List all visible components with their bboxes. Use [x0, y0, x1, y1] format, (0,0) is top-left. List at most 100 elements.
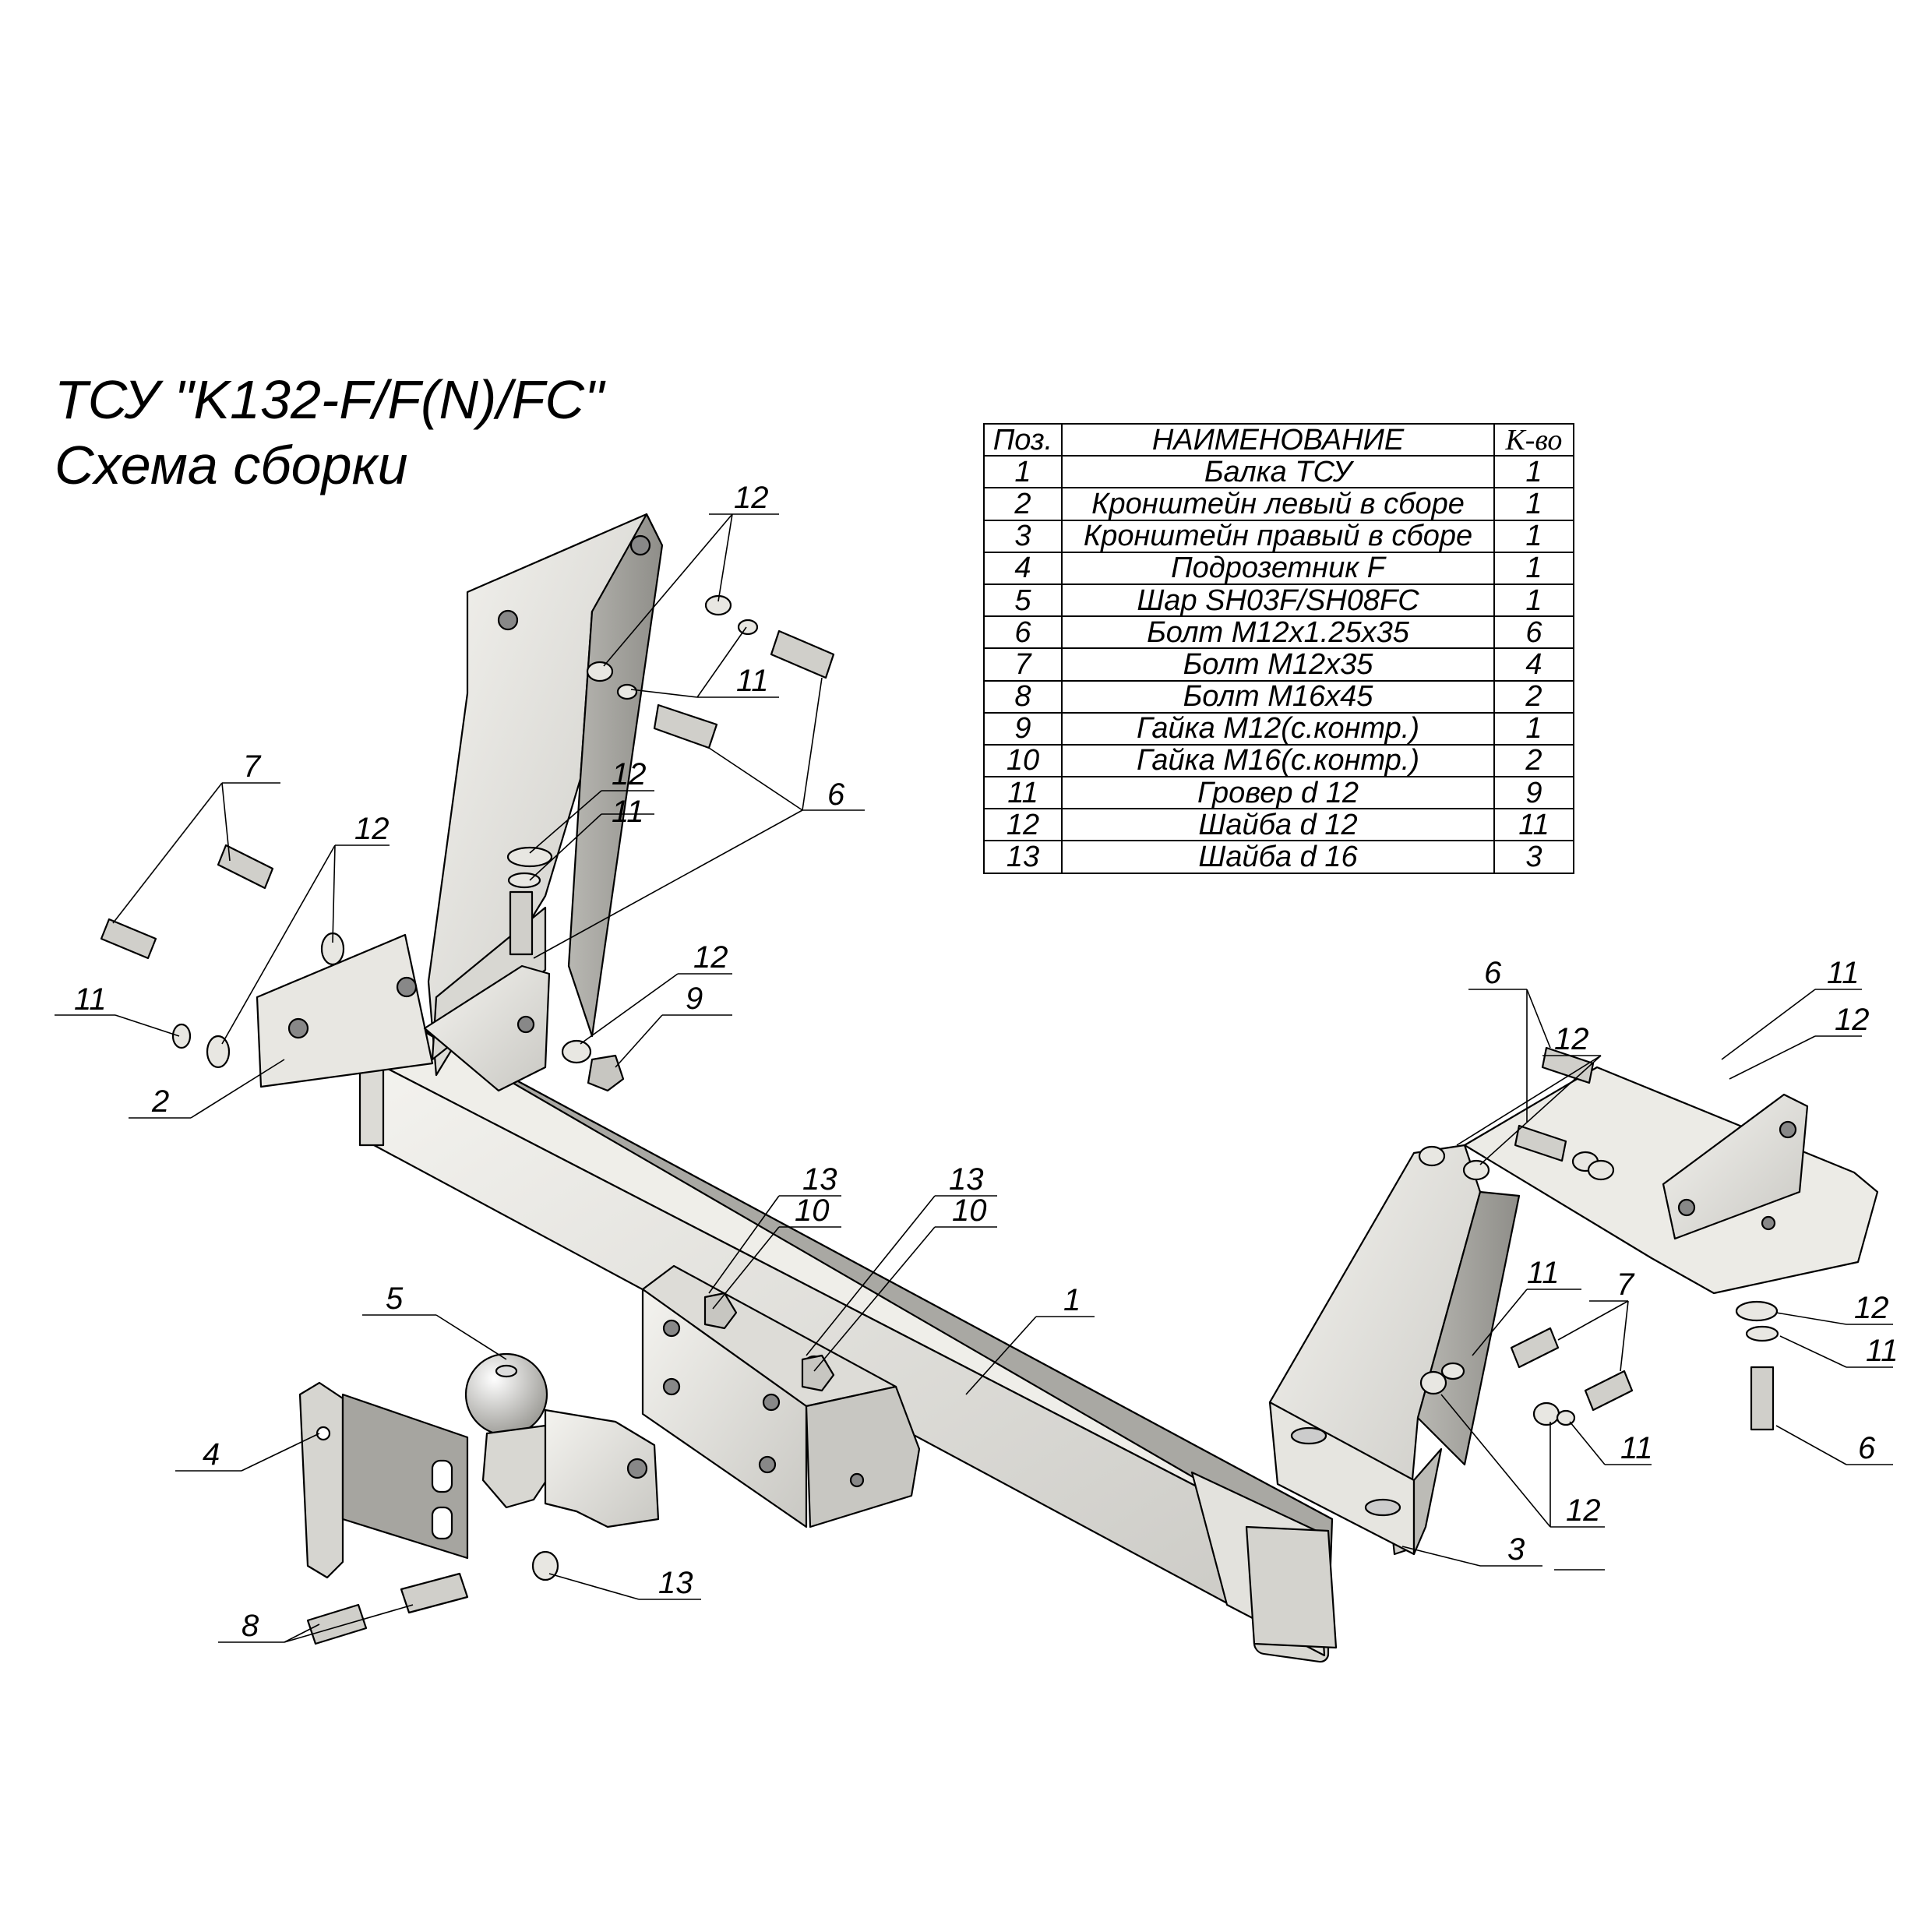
header-pos: Поз.	[983, 422, 1063, 457]
bolt-icon	[217, 844, 274, 890]
row-qty: 1	[1493, 711, 1574, 746]
washer-icon	[586, 661, 614, 682]
row-name: Болт М16х45	[1061, 679, 1495, 714]
bolt-icon	[1510, 1327, 1560, 1369]
washer-icon	[1587, 1159, 1615, 1181]
bolt-icon	[306, 1603, 368, 1645]
callout-5: 5	[386, 1282, 404, 1316]
row-qty: 4	[1493, 647, 1574, 682]
washer-icon	[1462, 1159, 1490, 1181]
washer-icon	[531, 1550, 559, 1581]
washer-icon	[506, 846, 553, 868]
washer-icon	[171, 1023, 192, 1049]
washer-icon	[1419, 1370, 1447, 1395]
callout-11: 11	[1827, 956, 1860, 990]
callout-12: 12	[693, 940, 728, 975]
washer-icon	[737, 619, 759, 636]
bolt-icon	[1750, 1366, 1775, 1431]
left-bracket	[256, 513, 664, 1088]
right-bracket	[1268, 1066, 1879, 1556]
header-name: НАИМЕНОВАНИЕ	[1061, 422, 1495, 457]
row-name: Болт М12х1.25х35	[1061, 615, 1495, 650]
header-qty: К-во	[1493, 422, 1574, 457]
callout-13: 13	[802, 1162, 837, 1197]
row-qty: 6	[1493, 615, 1574, 650]
bolt-icon	[1584, 1370, 1634, 1412]
nut-icon	[587, 1054, 625, 1092]
row-name: Кронштейн правый в сборе	[1061, 519, 1495, 553]
bolt-icon	[100, 918, 157, 960]
row-pos: 7	[983, 647, 1063, 682]
row-name: Балка ТСУ	[1061, 455, 1495, 489]
callout-10: 10	[952, 1193, 987, 1228]
diagram-subtitle: Схема сборки	[55, 435, 408, 495]
row-pos: 8	[983, 679, 1063, 714]
callout-11: 11	[736, 664, 769, 698]
callout-9: 9	[686, 982, 703, 1016]
row-qty: 1	[1493, 583, 1574, 618]
row-pos: 13	[983, 840, 1063, 874]
bolt-icon	[770, 629, 835, 679]
row-name: Шар SH03F/SH08FC	[1061, 583, 1495, 618]
row-pos: 11	[983, 776, 1063, 810]
bolt-icon	[1514, 1124, 1567, 1162]
row-pos: 9	[983, 711, 1063, 746]
diagram-title: ТСУ "K132-F/F(N)/FC"	[55, 369, 604, 430]
row-pos: 5	[983, 583, 1063, 618]
callout-1: 1	[1063, 1283, 1081, 1317]
row-name: Подрозетник F	[1061, 551, 1495, 585]
row-qty: 2	[1493, 679, 1574, 714]
callout-3: 3	[1507, 1532, 1525, 1567]
callout-13: 13	[658, 1566, 693, 1600]
row-qty: 2	[1493, 743, 1574, 778]
callout-12: 12	[734, 481, 769, 515]
bolt-group	[100, 629, 1775, 1645]
socket-bracket	[298, 1381, 469, 1579]
callout-12: 12	[612, 757, 647, 791]
callout-12: 12	[1554, 1022, 1589, 1056]
washer-icon	[507, 872, 541, 889]
row-qty: 3	[1493, 840, 1574, 874]
left-mount-plate	[423, 964, 551, 1092]
row-pos: 12	[983, 808, 1063, 842]
washer-icon	[1556, 1409, 1576, 1426]
callout-7: 7	[1616, 1267, 1635, 1302]
callout-6: 6	[827, 777, 845, 812]
tow-ball	[464, 1352, 660, 1528]
row-qty: 9	[1493, 776, 1574, 810]
washer-icon	[704, 594, 732, 616]
row-name: Гровер d 12	[1061, 776, 1495, 810]
row-qty: 1	[1493, 487, 1574, 521]
tow-beam	[358, 1019, 1338, 1663]
row-name: Шайба d 16	[1061, 840, 1495, 874]
callout-11: 11	[1620, 1431, 1653, 1465]
callout-12: 12	[354, 812, 390, 846]
callout-6: 6	[1858, 1431, 1876, 1465]
washer-icon	[1418, 1145, 1446, 1167]
callout-6: 6	[1484, 956, 1502, 990]
bolt-icon	[653, 703, 718, 749]
row-name: Шайба d 12	[1061, 808, 1495, 842]
row-pos: 6	[983, 615, 1063, 650]
washer-icon	[1735, 1300, 1779, 1322]
washer-icon	[206, 1035, 231, 1069]
row-name: Гайка М16(с.контр.)	[1061, 743, 1495, 778]
nut-icon	[703, 1292, 738, 1330]
callout-11: 11	[1866, 1334, 1899, 1368]
leader-lines	[55, 513, 1893, 1643]
parts-table-header: Поз. НАИМЕНОВАНИЕ К-во	[983, 422, 1574, 457]
callout-11: 11	[74, 982, 107, 1017]
row-pos: 10	[983, 743, 1063, 778]
